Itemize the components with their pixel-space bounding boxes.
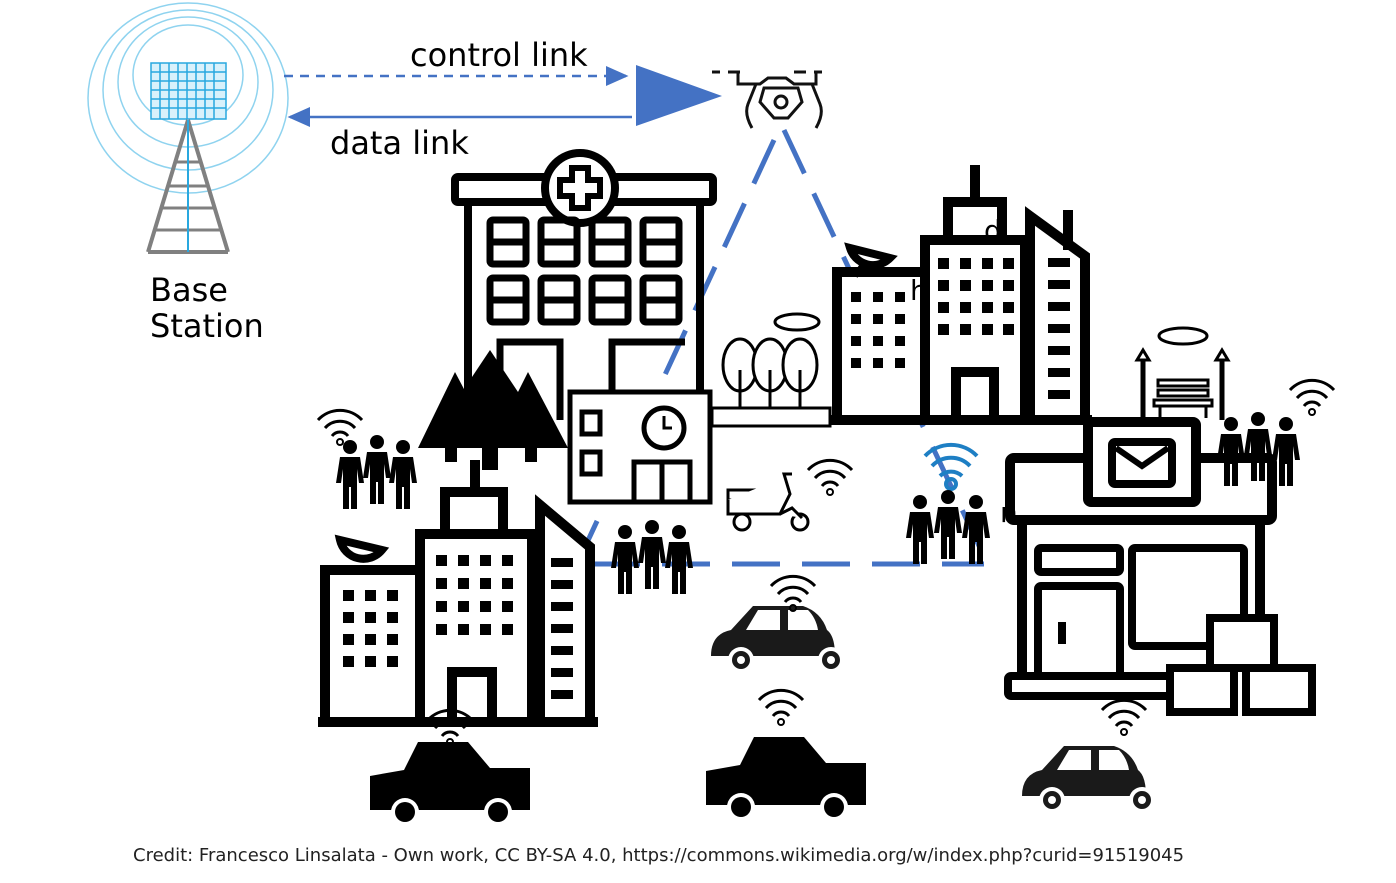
wifi-signal-icon [923, 442, 979, 491]
office-windows-icon [343, 555, 573, 699]
connected-car-icon [1022, 698, 1155, 813]
cell-tower-icon [146, 119, 230, 254]
connected-car-icon [711, 574, 844, 673]
base-station-label: Base Station [150, 272, 264, 344]
control-link-label: control link [410, 36, 588, 74]
people-group-icon [611, 520, 693, 594]
school-clock-icon [567, 389, 713, 505]
office-buildings-icon [318, 460, 598, 727]
base-station [87, 2, 289, 254]
data-link-label: data link [330, 124, 469, 162]
pine-trees-icon [418, 350, 568, 470]
wifi-signal-icon [1288, 378, 1336, 417]
drone-icon [712, 70, 823, 129]
office-buildings-icon [830, 165, 1092, 425]
park-bench-icon [1134, 326, 1231, 420]
scooter-icon [726, 472, 810, 532]
partial-text-fragment: n [1000, 496, 1018, 529]
connected-car-icon [370, 708, 530, 826]
wifi-signal-icon [316, 408, 364, 447]
office-windows-icon [851, 258, 1070, 399]
antenna-panel-icon [150, 62, 227, 120]
base-station-label-line2: Station [150, 307, 264, 345]
connected-car-icon [706, 688, 866, 821]
partial-text-fragment: h [910, 274, 928, 307]
wifi-signal-icon [806, 458, 854, 497]
hospital-icon [451, 149, 717, 420]
partial-text-fragment: d [984, 214, 1002, 247]
image-credit: Credit: Francesco Linsalata - Own work, … [133, 845, 1185, 866]
park-trees-icon [710, 312, 832, 428]
people-group-icon [906, 490, 990, 564]
post-office-icon [1004, 417, 1316, 716]
base-station-label-line1: Base [150, 271, 228, 309]
people-group-icon [336, 435, 417, 509]
drone-direction-triangle [636, 65, 722, 126]
